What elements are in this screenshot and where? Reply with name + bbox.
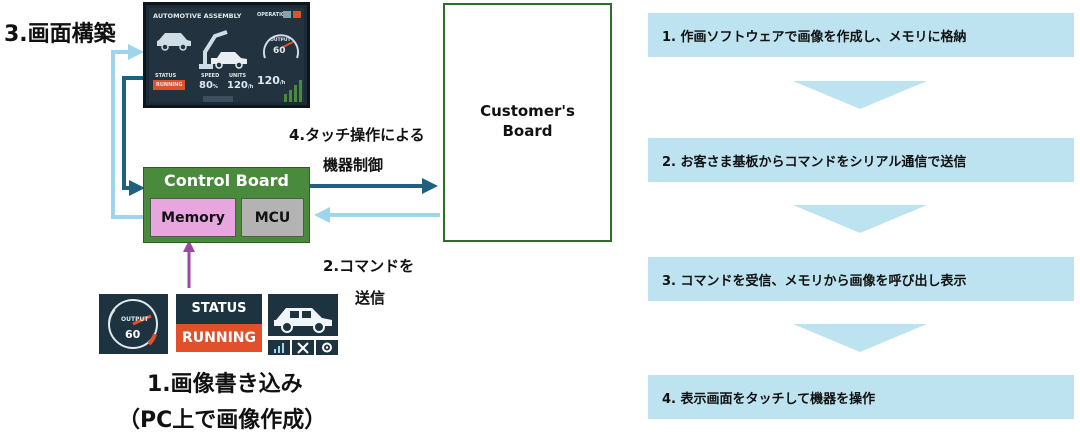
step-2: 2. お客さま基板からコマンドをシリアル通信で送信 <box>648 138 1074 182</box>
lcd-output-value: 60 <box>273 46 286 56</box>
lcd-speed-label: SPEED <box>201 73 220 79</box>
gear-icon-tile <box>316 340 338 355</box>
step-1: 1. 作画ソフトウェアで画像を作成し、メモリに格納 <box>648 13 1074 57</box>
label-screen-build: 3.画面構築 <box>4 22 116 47</box>
flow-arrow-3 <box>793 324 927 352</box>
step-4: 4. 表示画面をタッチして機器を操作 <box>648 375 1074 419</box>
lcd-output-gauge-icon <box>263 34 299 59</box>
lcd-units-value: 120/h <box>227 80 254 91</box>
status-running: RUNNING <box>176 324 262 352</box>
tools-icon <box>297 342 309 354</box>
memory-to-lcd-arrow <box>111 44 147 219</box>
step-3: 3. コマンドを受信、メモリから画像を呼び出し表示 <box>648 257 1074 301</box>
label-image-write-1: 1.画像書き込み <box>147 372 303 397</box>
lcd-output-label: OUTPUT <box>270 38 291 43</box>
lcd-car-robot-icon <box>157 30 247 69</box>
car-icon <box>274 308 332 333</box>
chart-icon-tile <box>268 340 290 355</box>
output-gauge-icon <box>108 299 158 349</box>
gauge-output-value: 60 <box>125 328 141 341</box>
flow-arrow-2 <box>793 205 927 233</box>
memory-block: Memory <box>150 198 236 237</box>
lcd-bars-icon <box>284 80 302 102</box>
lcd-status-value: RUNNING <box>153 80 186 90</box>
car-icon-tile <box>268 294 338 336</box>
customer-board: Customer's Board <box>443 3 612 242</box>
tools-icon-tile <box>292 340 314 355</box>
customer-board-line1: Customer's <box>480 102 575 120</box>
lcd-title: AUTOMOTIVE ASSEMBLY <box>153 12 242 20</box>
lcd-op-red <box>293 11 301 18</box>
lcd-toolbar <box>203 96 233 102</box>
lcd-operation: OPERATION <box>257 12 290 18</box>
gauge-icon-tile: OUTPUT 60 <box>99 294 168 354</box>
lcd-screen: AUTOMOTIVE ASSEMBLY OPERATION OUTPUT 60 … <box>149 8 304 102</box>
label-send-command-2: 送信 <box>355 289 386 307</box>
label-touch-control-1: 4.タッチ操作による <box>289 126 425 144</box>
lcd-units-label: UNITS <box>229 73 247 79</box>
gauge-output-label: OUTPUT <box>121 316 149 323</box>
status-label: STATUS <box>176 294 262 324</box>
control-board-title: Control Board <box>163 171 290 190</box>
lcd-units-big: 120/h <box>257 74 286 87</box>
lcd-to-board-arrow <box>122 76 145 196</box>
flow-arrow-1 <box>793 81 927 109</box>
gear-icon <box>322 342 332 353</box>
lcd-display: AUTOMOTIVE ASSEMBLY OPERATION OUTPUT 60 … <box>143 2 310 108</box>
label-touch-control-2: 機器制御 <box>323 156 384 174</box>
control-board: Control Board Memory MCU <box>143 167 310 243</box>
mcu-block: MCU <box>241 198 304 237</box>
customer-board-label: Customer's Board <box>445 101 610 141</box>
customer-board-line2: Board <box>502 122 553 140</box>
bar-chart-icon <box>274 343 284 353</box>
lcd-speed-value: 80% <box>199 80 218 91</box>
lcd-status-label: STATUS <box>155 73 177 79</box>
lcd-op-gray <box>283 11 291 18</box>
status-icon-tile: STATUS RUNNING <box>176 294 262 354</box>
label-image-write-2: （PC上で画像作成） <box>118 408 327 433</box>
label-send-command-1: 2.コマンドを <box>323 257 415 275</box>
